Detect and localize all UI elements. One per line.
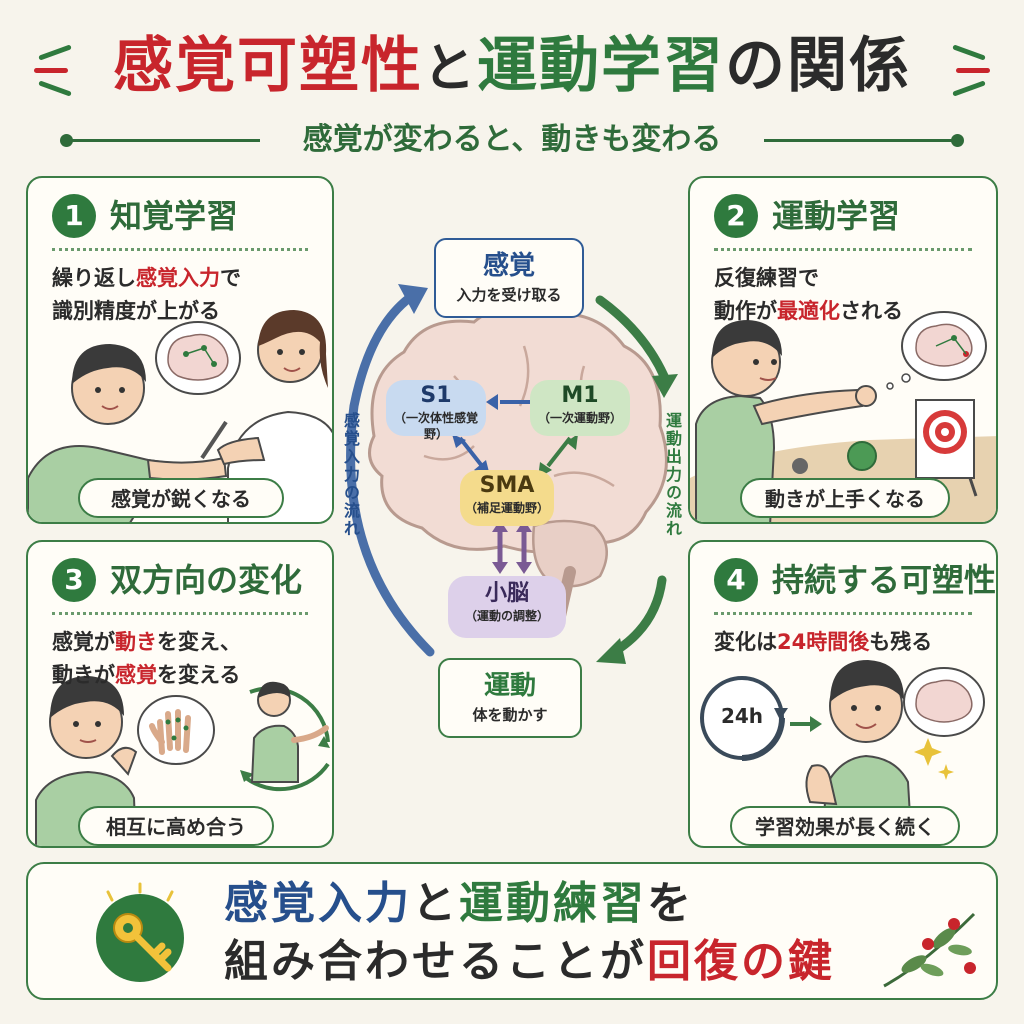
bottom-line-2: 組み合わせることが回復の鍵 [224,932,835,992]
desc-highlight: 24時間後 [777,630,870,654]
bottom-text: と [412,878,459,929]
cerebellum-region: 小脳 （運動の調整） [448,576,566,638]
title-part: の関係 [725,31,911,101]
desc-text: 変化は [714,630,777,654]
title-part: と [422,39,477,99]
bottom-highlight: 運動練習 [459,878,647,929]
panel-bidirectional-change: 3 双方向の変化 感覚が動きを変え、 動きが感覚を変える 相互に高め合う [26,540,334,848]
panel-number: 4 [714,558,758,602]
sma-title: SMA [479,473,535,498]
motion-box: 運動 体を動かす [438,658,582,738]
panel-title: 持続する可塑性 [772,561,997,599]
bottom-highlight: 回復の鍵 [647,936,835,987]
motion-sub: 体を動かす [472,706,548,724]
bottom-highlight: 感覚入力 [224,878,412,929]
desc-text: 動きが [52,663,115,687]
panel-summary-pill: 感覚が鋭くなる [78,478,284,518]
panel-description: 繰り返し感覚入力で 識別精度が上がる [52,262,241,328]
desc-highlight: 感覚入力 [136,266,220,290]
motion-title: 運動 [483,671,536,701]
desc-text: 識別精度が上がる [52,299,220,323]
brain-diagram [346,284,678,664]
panel-title: 運動学習 [772,197,901,235]
desc-text: を変える [157,663,241,687]
bidirectional-illustration [35,676,330,846]
s1-title: S1 [420,383,452,408]
bottom-text: 組み合わせることが [224,936,647,987]
motor-flow-label: 運動出力の流れ [663,412,682,538]
sma-sub: （補足運動野） [464,501,549,515]
subtitle-row: 感覚が変わると、動きも変わる [60,120,964,160]
desc-text: される [840,299,903,323]
page-title: 感覚可塑性と運動学習の関係 [0,28,1024,107]
panel-title: 双方向の変化 [110,561,303,599]
s1-sub: （一次体性感覚野） [393,411,478,441]
subtitle: 感覚が変わると、動きも変わる [302,122,722,157]
m1-title: M1 [561,383,599,408]
panel-number: 2 [714,194,758,238]
desc-text: 動作が [714,299,777,323]
panel-number: 1 [52,194,96,238]
s1-region: S1 （一次体性感覚野） [386,380,486,441]
panel-description: 変化は24時間後も残る [714,626,932,659]
panel-persistent-plasticity: 4 持続する可塑性 変化は24時間後も残る 24h 学習効果が長く続く [688,540,998,848]
bottom-message-box: 感覚入力と運動練習を 組み合わせることが回復の鍵 [26,862,998,1000]
title-deco-left [34,68,68,73]
desc-highlight: 感覚 [115,663,157,687]
panel-title: 知覚学習 [110,197,239,235]
desc-text: で [220,266,241,290]
sense-title: 感覚 [482,251,535,281]
bottom-text: を [647,878,694,929]
cerebellum-sub: （運動の調整） [464,609,549,623]
desc-text: 繰り返し [52,266,136,290]
cerebellum-title: 小脳 [484,581,529,606]
panel-summary-pill: 学習効果が長く続く [730,806,960,846]
m1-sub: （一次運動野） [537,411,622,425]
title-part: 感覚可塑性 [112,31,423,101]
sma-region: SMA （補足運動野） [460,470,554,526]
desc-text: 感覚が [52,630,115,654]
sense-sub: 入力を受け取る [456,286,562,304]
title-part: 運動学習 [477,31,725,101]
panel-description: 感覚が動きを変え、 動きが感覚を変える [52,626,241,692]
key-icon [96,882,184,982]
panel-perceptual-learning: 1 知覚学習 繰り返し感覚入力で 識別精度が上がる 感覚が鋭くなる [26,176,334,524]
bottom-line-1: 感覚入力と運動練習を [224,874,694,934]
panel-description: 反復練習で 動作が最適化される [714,262,903,328]
persistence-illustration [700,660,985,846]
panel-summary-pill: 動きが上手くなる [740,478,950,518]
desc-text: を変え、 [157,630,241,654]
desc-text: も残る [869,630,933,654]
desc-highlight: 最適化 [777,299,840,323]
sense-box: 感覚 入力を受け取る [434,238,584,318]
clock-label: 24h [720,704,764,728]
panel-number: 3 [52,558,96,602]
desc-highlight: 動き [115,630,157,654]
panel-summary-pill: 相互に高め合う [78,806,274,846]
m1-region: M1 （一次運動野） [530,380,630,436]
panel-motor-learning: 2 運動学習 反復練習で 動作が最適化される 動きが上手くなる [688,176,998,524]
desc-text: 反復練習で [714,266,819,290]
berry-branch-icon [883,912,976,988]
title-deco-right [956,68,990,73]
sensory-flow-label: 感覚入力の流れ [341,412,360,538]
